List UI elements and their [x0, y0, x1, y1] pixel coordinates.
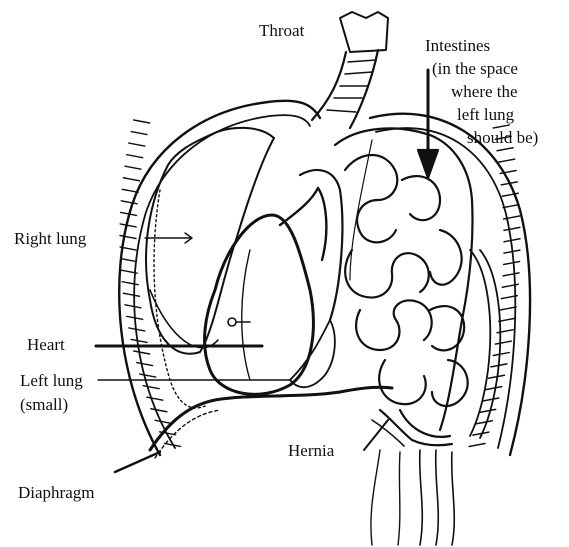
intestines	[335, 128, 500, 438]
throat-trachea	[312, 12, 388, 128]
label-intestines-line4: left lung	[457, 105, 514, 125]
label-intestines-line3: where the	[451, 82, 518, 102]
hernia-region	[371, 410, 454, 545]
label-hernia: Hernia	[288, 441, 334, 461]
label-right-lung: Right lung	[14, 229, 86, 249]
label-throat: Throat	[259, 21, 304, 41]
heart	[205, 188, 327, 394]
left-lung-small	[290, 170, 342, 387]
label-diaphragm: Diaphragm	[18, 483, 94, 503]
label-heart: Heart	[27, 335, 65, 355]
label-intestines-line2: (in the space	[432, 59, 518, 79]
label-left-lung-line1: Left lung	[20, 371, 83, 391]
label-left-lung-line2: (small)	[20, 395, 68, 415]
diaphragm	[150, 387, 392, 458]
label-intestines-line5: should be)	[467, 128, 538, 148]
label-intestines-line1: Intestines	[425, 36, 490, 56]
